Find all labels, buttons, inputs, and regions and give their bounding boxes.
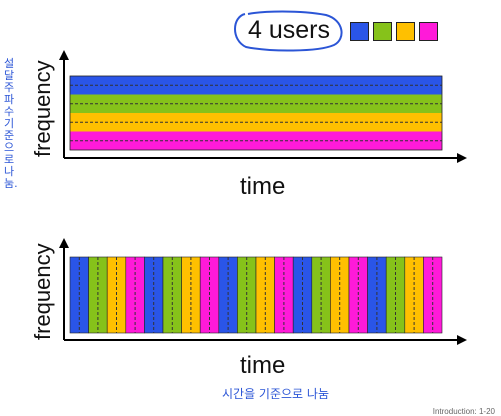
fdm-x-axis-arrow bbox=[457, 153, 467, 163]
tdm-y-axis-label: frequency bbox=[30, 243, 55, 340]
legend-oval-annotation bbox=[234, 10, 343, 52]
fdm-x-axis-label: time bbox=[240, 173, 286, 200]
slide-footer: Introduction: 1-20 bbox=[432, 407, 495, 416]
tdm-x-axis-arrow bbox=[457, 335, 467, 345]
legend-swatch-green bbox=[373, 22, 392, 41]
legend-swatch-magenta bbox=[419, 22, 438, 41]
fdm-y-axis-arrow bbox=[59, 50, 69, 60]
fdm-y-axis-label: frequency bbox=[30, 60, 55, 157]
legend-title: 4 users bbox=[248, 16, 330, 44]
legend-swatch-blue bbox=[350, 22, 369, 41]
tdm-y-axis-arrow bbox=[59, 238, 69, 248]
fdm-bands bbox=[69, 75, 443, 151]
tdm-x-axis-label: time bbox=[240, 352, 286, 379]
legend-swatch-yellow bbox=[396, 22, 415, 41]
fdm-axes bbox=[59, 50, 467, 163]
fdm-handwritten-note: 설 달 주파수 기준으로 나눔. bbox=[4, 57, 18, 190]
tdm-axes bbox=[59, 238, 467, 345]
tdm-slots bbox=[69, 256, 443, 334]
fdm-band-outline bbox=[69, 75, 443, 151]
tdm-handwritten-note: 시간을 기준으로 나눔 bbox=[222, 387, 329, 401]
